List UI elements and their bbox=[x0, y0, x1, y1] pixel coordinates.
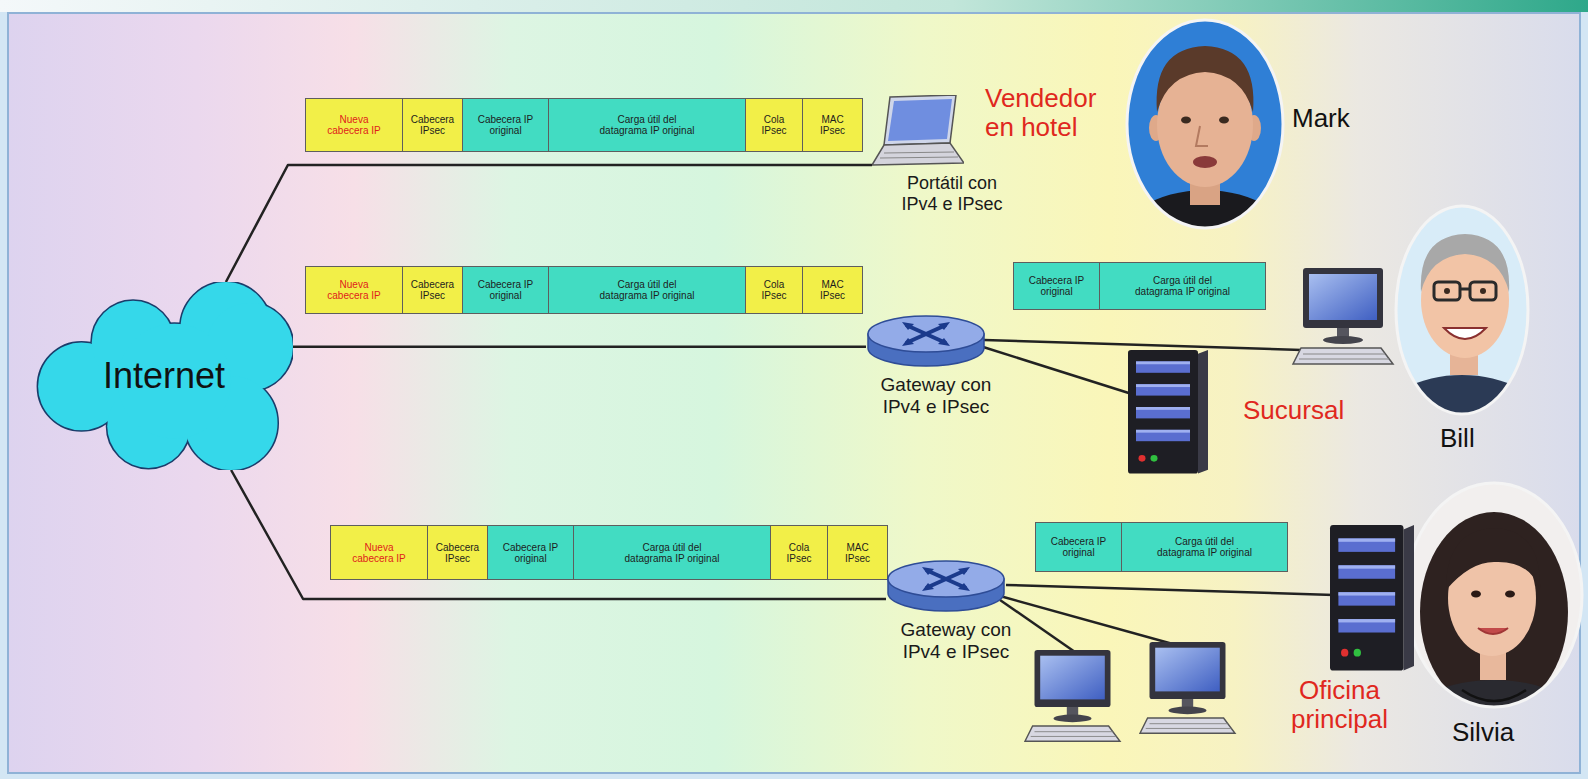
new-ip-header: Nueva cabecera IP bbox=[330, 525, 428, 580]
location-label: Sucursal bbox=[1243, 396, 1344, 425]
original-ip-header: Cabecera IP original bbox=[1013, 262, 1100, 310]
network-link bbox=[293, 345, 866, 348]
portrait-frame bbox=[1396, 206, 1528, 414]
original-ip-header: Cabecera IP original bbox=[462, 98, 549, 152]
original-payload: Carga útil del datagrama IP original bbox=[573, 525, 771, 580]
packet-field: Cabecera IP original bbox=[1022, 275, 1092, 297]
packet-field: Cola IPsec bbox=[757, 279, 791, 301]
packet-field: Carga útil del datagrama IP original bbox=[597, 114, 697, 136]
silvia-portrait bbox=[1400, 480, 1588, 760]
person-name: Mark bbox=[1292, 104, 1350, 133]
packet-field: Cabecera IPsec bbox=[408, 279, 458, 301]
packet-field: MAC IPsec bbox=[841, 542, 875, 564]
ipsec-header: Cabecera IPsec bbox=[427, 525, 488, 580]
packet-field: Carga útil del datagrama IP original bbox=[597, 279, 697, 301]
ipsec-header: Cabecera IPsec bbox=[402, 98, 463, 152]
packet-field: Cola IPsec bbox=[782, 542, 816, 564]
desktop-pc bbox=[1140, 642, 1235, 733]
packet-field: Nueva cabecera IP bbox=[324, 279, 384, 301]
ipsec-trailer: Cola IPsec bbox=[745, 98, 803, 152]
packet-field: Carga útil del datagrama IP original bbox=[1133, 275, 1233, 297]
packet-field: Cabecera IP original bbox=[1044, 536, 1114, 558]
desktop-pc bbox=[1025, 650, 1120, 741]
original-payload: Carga útil del datagrama IP original bbox=[1099, 262, 1266, 310]
wire bbox=[1000, 596, 1180, 646]
packet-field: Nueva cabecera IP bbox=[349, 542, 409, 564]
gateway-node: Gateway con IPv4 e IPsec bbox=[886, 557, 1026, 667]
original-ip-header: Cabecera IP original bbox=[1035, 522, 1122, 572]
packet-field: Cabecera IPsec bbox=[408, 114, 458, 136]
original-payload: Carga útil del datagrama IP original bbox=[548, 98, 746, 152]
server bbox=[1128, 350, 1208, 474]
ipsec-trailer: Cola IPsec bbox=[770, 525, 828, 580]
wire bbox=[1006, 585, 1334, 595]
portrait-frame bbox=[1127, 20, 1283, 228]
router-icon bbox=[866, 312, 986, 370]
ipsec-trailer: Cola IPsec bbox=[745, 266, 803, 314]
device-caption: Gateway con IPv4 e IPsec bbox=[874, 374, 999, 418]
router-icon bbox=[886, 557, 1006, 615]
bill-portrait bbox=[1382, 200, 1542, 465]
ipsec-mac: MAC IPsec bbox=[802, 266, 863, 314]
new-ip-header: Nueva cabecera IP bbox=[305, 98, 403, 152]
cloud-label: Internet bbox=[103, 355, 225, 397]
portrait-frame bbox=[1406, 483, 1582, 707]
new-ip-header: Nueva cabecera IP bbox=[305, 266, 403, 314]
location-label: Oficina principal bbox=[1272, 676, 1407, 733]
network-wires bbox=[980, 340, 1334, 652]
wire bbox=[984, 340, 1302, 350]
device-caption: Portátil con IPv4 e IPsec bbox=[890, 173, 1015, 214]
original-ip-header: Cabecera IP original bbox=[462, 266, 549, 314]
original-ip-header: Cabecera IP original bbox=[487, 525, 574, 580]
original-payload: Carga útil del datagrama IP original bbox=[1121, 522, 1288, 572]
packet-field: Carga útil del datagrama IP original bbox=[1155, 536, 1255, 558]
network-link bbox=[231, 470, 886, 599]
packet-field: Cabecera IPsec bbox=[433, 542, 483, 564]
wire bbox=[980, 346, 1135, 395]
original-payload: Carga útil del datagrama IP original bbox=[548, 266, 746, 314]
packet-field: MAC IPsec bbox=[816, 114, 850, 136]
server bbox=[1330, 525, 1414, 671]
location-label: Vendedor en hotel bbox=[985, 84, 1110, 141]
internet-cloud: Internet bbox=[35, 282, 293, 470]
ipsec-mac: MAC IPsec bbox=[802, 98, 863, 152]
packet-field: Cola IPsec bbox=[757, 114, 791, 136]
ipsec-mac: MAC IPsec bbox=[827, 525, 888, 580]
packet-field: Cabecera IP original bbox=[496, 542, 566, 564]
device-caption: Gateway con IPv4 e IPsec bbox=[894, 619, 1019, 663]
packet-field: Cabecera IP original bbox=[471, 114, 541, 136]
desktop-pc bbox=[1293, 268, 1393, 364]
slide-panel bbox=[8, 13, 1580, 773]
person-name: Silvia bbox=[1452, 718, 1514, 747]
packet-field: Nueva cabecera IP bbox=[324, 114, 384, 136]
network-link bbox=[226, 165, 872, 282]
person-name: Bill bbox=[1440, 424, 1475, 453]
packet-field: Carga útil del datagrama IP original bbox=[622, 542, 722, 564]
ipsec-header: Cabecera IPsec bbox=[402, 266, 463, 314]
packet-field: MAC IPsec bbox=[816, 279, 850, 301]
packet-field: Cabecera IP original bbox=[471, 279, 541, 301]
gateway-node: Gateway con IPv4 e IPsec bbox=[866, 312, 1006, 422]
laptop-icon bbox=[872, 95, 964, 167]
top-bar bbox=[0, 0, 1588, 12]
